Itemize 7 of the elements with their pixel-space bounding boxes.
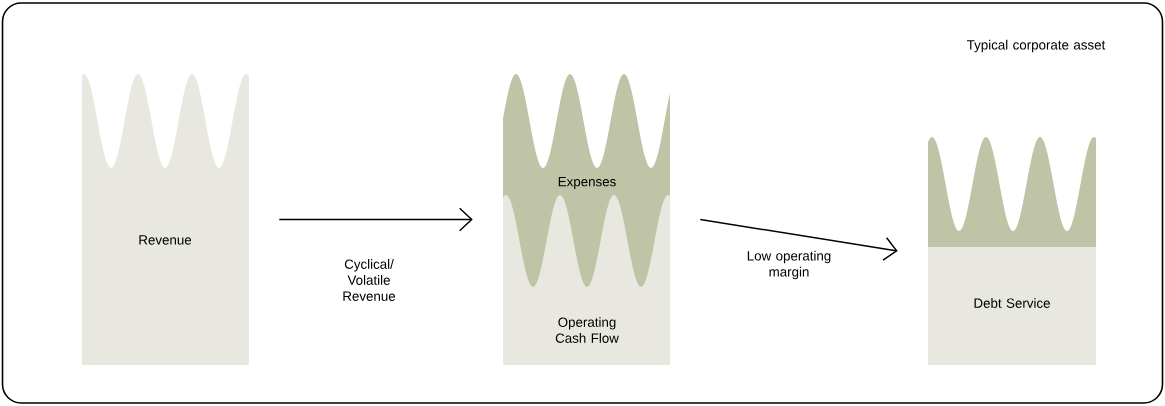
column: Revenue: [82, 74, 249, 365]
column: Debt Service: [928, 137, 1096, 365]
column: Expenses Operating Cash Flow: [503, 74, 670, 365]
edge-label: Cyclical/ Volatile Revenue: [343, 259, 396, 301]
arrow: [699, 218, 898, 261]
arrow: [278, 207, 473, 232]
edge-label: Low operating margin: [747, 250, 831, 280]
